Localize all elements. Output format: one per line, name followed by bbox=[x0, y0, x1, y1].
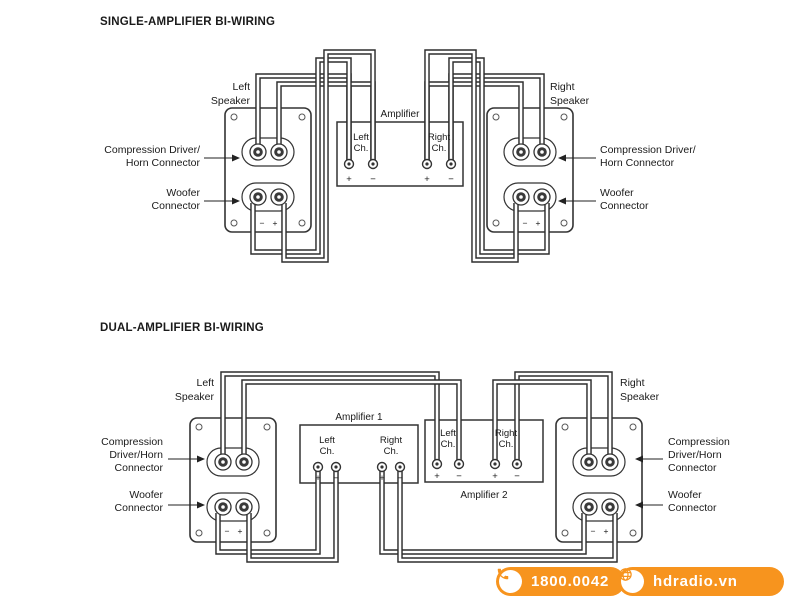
dual-left-speaker-label-2: Speaker bbox=[175, 391, 215, 403]
dual-left-horn-label-1: Compression bbox=[101, 436, 163, 448]
amp2-title: Amplifier 2 bbox=[460, 490, 508, 501]
single-amplifier-box bbox=[336, 121, 464, 187]
website-badge[interactable]: hdradio.vn bbox=[618, 567, 784, 596]
phone-icon bbox=[497, 568, 522, 593]
section-title-dual: DUAL-AMPLIFIER BI-WIRING bbox=[100, 322, 264, 334]
single-amp-right-ch-1: Right bbox=[428, 132, 451, 143]
amp1-left-ch-1: Left bbox=[319, 435, 335, 446]
post-sign: − bbox=[591, 526, 596, 536]
post-sign: + bbox=[604, 526, 609, 536]
post-sign: + bbox=[536, 218, 541, 228]
terminal-sign: + bbox=[424, 174, 430, 185]
section-title-single: SINGLE-AMPLIFIER BI-WIRING bbox=[100, 16, 275, 28]
post-sign: − bbox=[523, 218, 528, 228]
terminal-sign: + bbox=[434, 471, 440, 482]
amplifier-2-box bbox=[424, 419, 544, 483]
dual-left-horn-label-3: Connector bbox=[115, 462, 164, 474]
terminal-sign: + bbox=[492, 471, 498, 482]
terminal-sign: + bbox=[379, 473, 385, 484]
single-right-speaker-label-1: Right bbox=[550, 81, 575, 93]
dual-right-speaker-panel bbox=[555, 417, 643, 543]
dual-left-woofer-label-2: Connector bbox=[115, 502, 164, 514]
post-sign: − bbox=[260, 218, 265, 228]
single-left-horn-label-2: Horn Connector bbox=[126, 157, 201, 169]
dual-right-speaker-label-1: Right bbox=[620, 377, 645, 389]
dual-left-speaker-panel bbox=[189, 417, 277, 543]
post-sign: − bbox=[225, 526, 230, 536]
dual-left-horn-label-2: Driver/Horn bbox=[109, 449, 163, 461]
post-sign: + bbox=[238, 526, 243, 536]
dual-right-woofer-label-1: Woofer bbox=[668, 489, 702, 501]
single-right-speaker-label-2: Speaker bbox=[550, 95, 590, 107]
single-left-speaker-label-1: Left bbox=[232, 81, 250, 93]
single-annotations bbox=[204, 154, 596, 205]
single-right-horn-label-1: Compression Driver/ bbox=[600, 144, 696, 156]
phone-badge[interactable]: 1800.0042 bbox=[496, 567, 626, 596]
single-amp-title: Amplifier bbox=[381, 109, 421, 120]
single-amp-left-ch-2: Ch. bbox=[354, 143, 369, 154]
amp1-title: Amplifier 1 bbox=[335, 412, 383, 423]
dual-left-speaker-label-1: Left bbox=[196, 377, 214, 389]
post-sign: + bbox=[273, 218, 278, 228]
terminal-sign: − bbox=[448, 174, 454, 185]
dual-right-horn-label-3: Connector bbox=[668, 462, 717, 474]
single-right-speaker-panel bbox=[486, 107, 574, 233]
dual-right-horn-label-2: Driver/Horn bbox=[668, 449, 722, 461]
dual-right-horn-label-1: Compression bbox=[668, 436, 730, 448]
amp1-left-ch-2: Ch. bbox=[320, 446, 335, 457]
website-url: hdradio.vn bbox=[653, 573, 738, 590]
single-right-woofer-label-1: Woofer bbox=[600, 187, 634, 199]
dual-right-woofer-label-2: Connector bbox=[668, 502, 717, 514]
single-right-woofer-label-2: Connector bbox=[600, 200, 649, 212]
phone-number: 1800.0042 bbox=[531, 573, 610, 590]
single-left-speaker-panel bbox=[224, 107, 312, 233]
amp1-right-ch-2: Ch. bbox=[384, 446, 399, 457]
single-right-horn-label-2: Horn Connector bbox=[600, 157, 675, 169]
single-amp-right-ch-2: Ch. bbox=[432, 143, 447, 154]
terminal-sign: − bbox=[370, 174, 376, 185]
terminal-sign: + bbox=[315, 473, 321, 484]
single-left-woofer-label-2: Connector bbox=[152, 200, 201, 212]
amp1-right-ch-1: Right bbox=[380, 435, 403, 446]
amp2-right-ch-2: Ch. bbox=[499, 439, 514, 450]
dual-left-woofer-label-1: Woofer bbox=[129, 489, 163, 501]
single-left-horn-label-1: Compression Driver/ bbox=[104, 144, 200, 156]
dual-annotations bbox=[168, 455, 663, 509]
terminal-sign: − bbox=[397, 473, 403, 484]
terminal-sign: − bbox=[333, 473, 339, 484]
amp2-left-ch-1: Left bbox=[440, 428, 456, 439]
globe-icon bbox=[619, 568, 644, 593]
terminal-sign: − bbox=[456, 471, 462, 482]
amp2-right-ch-1: Right bbox=[495, 428, 518, 439]
terminal-sign: − bbox=[514, 471, 520, 482]
single-left-speaker-label-2: Speaker bbox=[211, 95, 251, 107]
dual-right-speaker-label-2: Speaker bbox=[620, 391, 660, 403]
terminal-sign: + bbox=[346, 174, 352, 185]
amp2-left-ch-2: Ch. bbox=[441, 439, 456, 450]
single-amp-left-ch-1: Left bbox=[353, 132, 369, 143]
single-left-woofer-label-1: Woofer bbox=[166, 187, 200, 199]
